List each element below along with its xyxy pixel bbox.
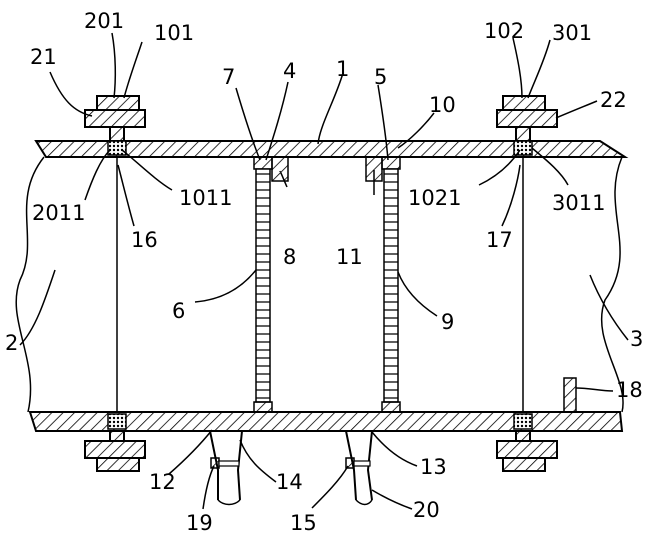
label-13: 13 — [420, 455, 447, 479]
left-top-clamp — [84, 95, 146, 156]
label-4: 4 — [283, 59, 296, 83]
label-8: 8 — [283, 245, 296, 269]
label-1011: 1011 — [179, 186, 232, 210]
label-18: 18 — [616, 378, 643, 402]
top-pipe-wall — [34, 140, 629, 158]
right-break-line — [600, 156, 624, 413]
label-1: 1 — [336, 57, 349, 81]
label-20: 20 — [413, 498, 440, 522]
label-9: 9 — [441, 310, 454, 334]
label-22: 22 — [600, 88, 627, 112]
label-17: 17 — [486, 228, 513, 252]
right-drain-pipe — [345, 430, 373, 506]
left-filter-plate — [253, 156, 289, 413]
left-bottom-clamp — [84, 413, 146, 472]
label-21: 21 — [30, 45, 57, 69]
bottom-pipe-wall — [28, 411, 624, 432]
label-2011: 2011 — [32, 201, 85, 225]
label-14: 14 — [276, 470, 303, 494]
label-6: 6 — [172, 299, 185, 323]
label-10: 10 — [429, 93, 456, 117]
label-3011: 3011 — [552, 191, 605, 215]
label-16: 16 — [131, 228, 158, 252]
label-19: 19 — [186, 511, 213, 535]
right-filter-plate — [365, 156, 401, 413]
label-101: 101 — [154, 21, 194, 45]
label-15: 15 — [290, 511, 317, 535]
right-bottom-clamp — [496, 413, 558, 472]
label-7: 7 — [222, 65, 235, 89]
label-5: 5 — [374, 65, 387, 89]
label-12: 12 — [149, 470, 176, 494]
part-18-plate — [563, 377, 577, 413]
label-3: 3 — [630, 327, 643, 351]
label-2: 2 — [5, 331, 18, 355]
label-11: 11 — [336, 245, 363, 269]
label-1021: 1021 — [408, 186, 461, 210]
label-201: 201 — [84, 9, 124, 33]
label-102: 102 — [484, 19, 524, 43]
label-301: 301 — [552, 21, 592, 45]
leader-lines — [19, 32, 629, 510]
left-drain-pipe — [209, 430, 243, 506]
left-break-line — [15, 156, 45, 413]
